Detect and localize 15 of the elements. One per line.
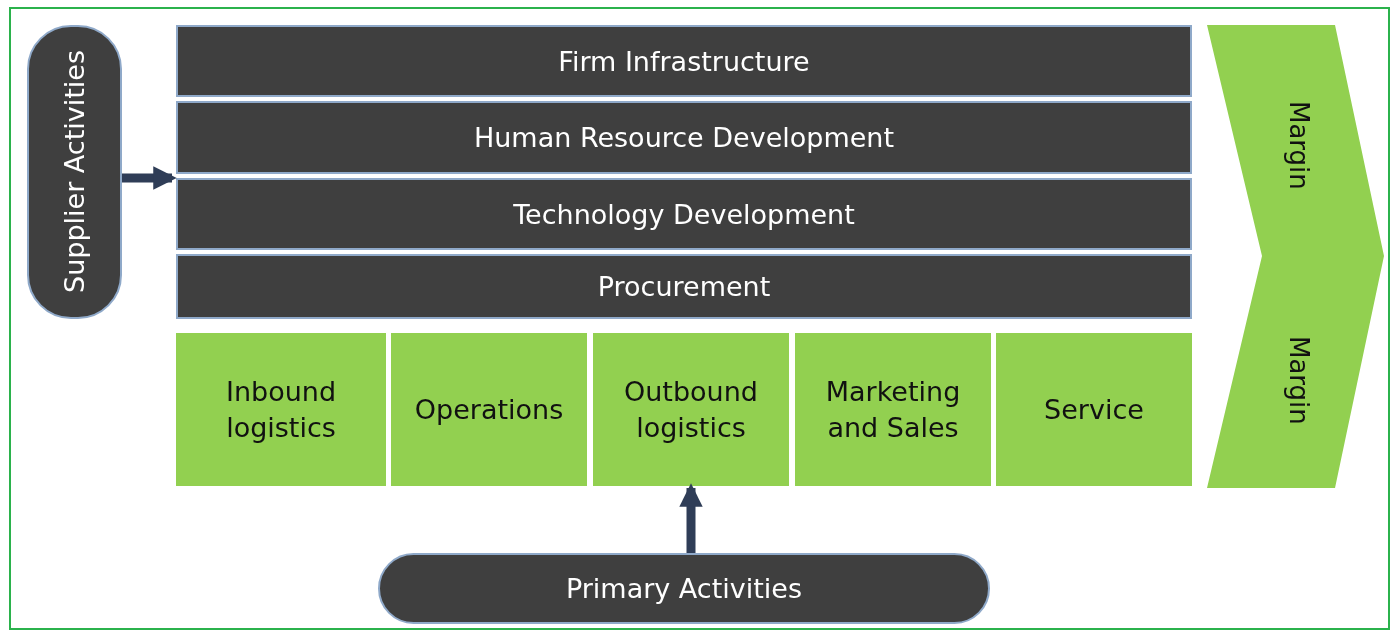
arrow xyxy=(122,166,177,190)
arrow xyxy=(679,483,703,553)
support-activity-bar: Technology Development xyxy=(176,178,1192,250)
primary-activity-box: Operations xyxy=(391,333,587,486)
support-activity-bar: Human Resource Development xyxy=(176,101,1192,174)
primary-activity-box: Outbound logistics xyxy=(593,333,789,486)
support-activity-bar: Firm Infrastructure xyxy=(176,25,1192,97)
margin-label: Margin xyxy=(1283,334,1315,427)
rounded-box: Supplier Activities xyxy=(27,25,122,319)
primary-activity-box: Inbound logistics xyxy=(176,333,386,486)
primary-activity-box: Marketing and Sales xyxy=(795,333,991,486)
margin-label: Margin xyxy=(1283,99,1315,192)
support-activity-bar: Procurement xyxy=(176,254,1192,319)
rounded-box: Primary Activities xyxy=(378,553,990,624)
primary-activity-box: Service xyxy=(996,333,1192,486)
